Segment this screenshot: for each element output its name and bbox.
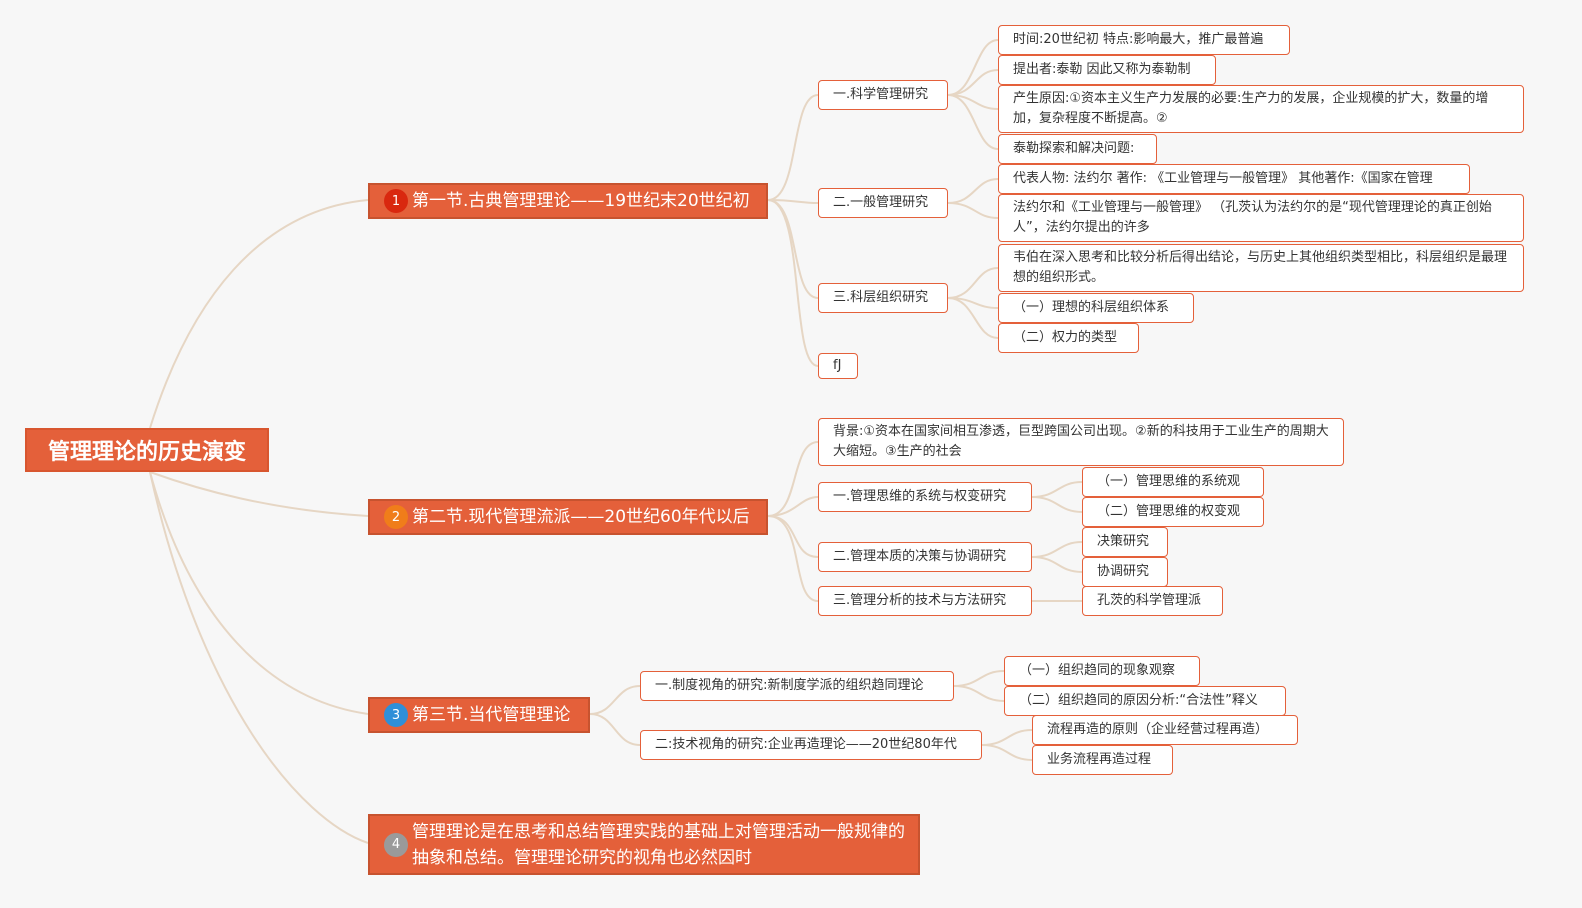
subtopic-label: 一.管理思维的系统与权变研究	[833, 489, 1007, 504]
leaf-label: （二）权力的类型	[1013, 330, 1118, 345]
leaf-label: 代表人物: 法约尔 著作: 《工业管理与一般管理》 其他著作:《国家在管理	[1013, 171, 1433, 186]
subtopic-label: 一.制度视角的研究:新制度学派的组织趋同理论	[655, 678, 924, 693]
leaf-label: （一）组织趋同的现象观察	[1019, 663, 1176, 678]
section-1-subtopic-general[interactable]: 二.一般管理研究	[818, 188, 948, 218]
leaf-topic[interactable]: 决策研究	[1082, 527, 1168, 557]
leaf-label: 时间:20世纪初 特点:影响最大，推广最普遍	[1013, 32, 1264, 47]
leaf-topic[interactable]: 协调研究	[1082, 557, 1168, 587]
subtopic-label: 三.管理分析的技术与方法研究	[833, 593, 1007, 608]
leaf-topic[interactable]: 韦伯在深入思考和比较分析后得出结论，与历史上其他组织类型相比，科层组织是最理想的…	[998, 244, 1524, 292]
number-badge-icon: 1	[384, 189, 408, 213]
leaf-label: 产生原因:①资本主义生产力发展的必要:生产力的发展，企业规模的扩大，数量的增加，…	[1013, 91, 1489, 126]
leaf-topic[interactable]: （一）理想的科层组织体系	[998, 293, 1194, 323]
leaf-topic[interactable]: （二）组织趋同的原因分析:“合法性”释义	[1004, 686, 1286, 716]
leaf-label: 决策研究	[1097, 534, 1150, 549]
leaf-label: 韦伯在深入思考和比较分析后得出结论，与历史上其他组织类型相比，科层组织是最理想的…	[1013, 250, 1508, 285]
leaf-topic[interactable]: 泰勒探索和解决问题:	[998, 134, 1157, 164]
subtopic-label: 一.科学管理研究	[833, 87, 929, 102]
root-topic-label: 管理理论的历史演变	[47, 440, 246, 465]
section-2-subtopic-decision[interactable]: 二.管理本质的决策与协调研究	[818, 542, 1032, 572]
section-3-label: 第三节.当代管理理论	[412, 705, 571, 725]
leaf-topic[interactable]: 流程再造的原则（企业经营过程再造）	[1032, 715, 1298, 745]
section-1-subtopic-fj[interactable]: fJ	[818, 353, 858, 379]
section-4-topic[interactable]: 4 管理理论是在思考和总结管理实践的基础上对管理活动一般规律的抽象和总结。管理理…	[368, 814, 920, 875]
leaf-label: 协调研究	[1097, 564, 1150, 579]
subtopic-label: 背景:①资本在国家间相互渗透，巨型跨国公司出现。②新的科技用于工业生产的周期大大…	[833, 424, 1329, 459]
section-3-topic[interactable]: 3 第三节.当代管理理论	[368, 697, 590, 733]
number-badge-icon: 4	[384, 832, 408, 857]
leaf-label: （一）管理思维的系统观	[1097, 474, 1241, 489]
leaf-topic[interactable]: （一）组织趋同的现象观察	[1004, 656, 1200, 686]
leaf-topic[interactable]: （二）管理思维的权变观	[1082, 497, 1264, 527]
leaf-topic[interactable]: 孔茨的科学管理派	[1082, 586, 1223, 616]
section-1-topic[interactable]: 1 第一节.古典管理理论——19世纪末20世纪初	[368, 183, 768, 219]
leaf-label: 泰勒探索和解决问题:	[1013, 141, 1135, 156]
section-2-label: 第二节.现代管理流派——20世纪60年代以后	[412, 507, 750, 527]
section-2-topic[interactable]: 2 第二节.现代管理流派——20世纪60年代以后	[368, 499, 768, 535]
section-2-subtopic-methods[interactable]: 三.管理分析的技术与方法研究	[818, 586, 1032, 616]
section-2-subtopic-systems[interactable]: 一.管理思维的系统与权变研究	[818, 482, 1032, 512]
leaf-topic[interactable]: 代表人物: 法约尔 著作: 《工业管理与一般管理》 其他著作:《国家在管理	[998, 164, 1470, 194]
leaf-topic[interactable]: 产生原因:①资本主义生产力发展的必要:生产力的发展，企业规模的扩大，数量的增加，…	[998, 85, 1524, 133]
leaf-label: 法约尔和《工业管理与一般管理》 （孔茨认为法约尔的是“现代管理理论的真正创始人”…	[1013, 200, 1492, 235]
number-badge-icon: 3	[384, 703, 408, 727]
subtopic-label: fJ	[833, 358, 842, 373]
subtopic-label: 二:技术视角的研究:企业再造理论——20世纪80年代	[655, 737, 957, 752]
leaf-topic[interactable]: 业务流程再造过程	[1032, 745, 1173, 775]
section-1-label: 第一节.古典管理理论——19世纪末20世纪初	[412, 191, 750, 211]
leaf-label: 提出者:泰勒 因此又称为泰勒制	[1013, 62, 1191, 77]
leaf-label: 流程再造的原则（企业经营过程再造）	[1047, 722, 1269, 737]
section-4-label: 管理理论是在思考和总结管理实践的基础上对管理活动一般规律的抽象和总结。管理理论研…	[412, 821, 905, 868]
section-1-subtopic-scientific[interactable]: 一.科学管理研究	[818, 80, 948, 110]
leaf-topic[interactable]: （二）权力的类型	[998, 323, 1139, 353]
subtopic-label: 三.科层组织研究	[833, 290, 929, 305]
leaf-label: （二）组织趋同的原因分析:“合法性”释义	[1019, 693, 1258, 708]
leaf-topic[interactable]: 时间:20世纪初 特点:影响最大，推广最普遍	[998, 25, 1290, 55]
root-topic[interactable]: 管理理论的历史演变	[25, 428, 269, 472]
section-1-subtopic-bureaucracy[interactable]: 三.科层组织研究	[818, 283, 948, 313]
subtopic-label: 二.管理本质的决策与协调研究	[833, 549, 1007, 564]
leaf-topic[interactable]: （一）管理思维的系统观	[1082, 467, 1264, 497]
number-badge-icon: 2	[384, 505, 408, 529]
leaf-label: （一）理想的科层组织体系	[1013, 300, 1170, 315]
section-3-subtopic-institutional[interactable]: 一.制度视角的研究:新制度学派的组织趋同理论	[640, 671, 954, 701]
leaf-topic[interactable]: 提出者:泰勒 因此又称为泰勒制	[998, 55, 1216, 85]
section-2-subtopic-background[interactable]: 背景:①资本在国家间相互渗透，巨型跨国公司出现。②新的科技用于工业生产的周期大大…	[818, 418, 1344, 466]
leaf-topic[interactable]: 法约尔和《工业管理与一般管理》 （孔茨认为法约尔的是“现代管理理论的真正创始人”…	[998, 194, 1524, 242]
subtopic-label: 二.一般管理研究	[833, 195, 929, 210]
leaf-label: 业务流程再造过程	[1047, 752, 1152, 767]
section-3-subtopic-reengineering[interactable]: 二:技术视角的研究:企业再造理论——20世纪80年代	[640, 730, 982, 760]
leaf-label: 孔茨的科学管理派	[1097, 593, 1202, 608]
leaf-label: （二）管理思维的权变观	[1097, 504, 1241, 519]
